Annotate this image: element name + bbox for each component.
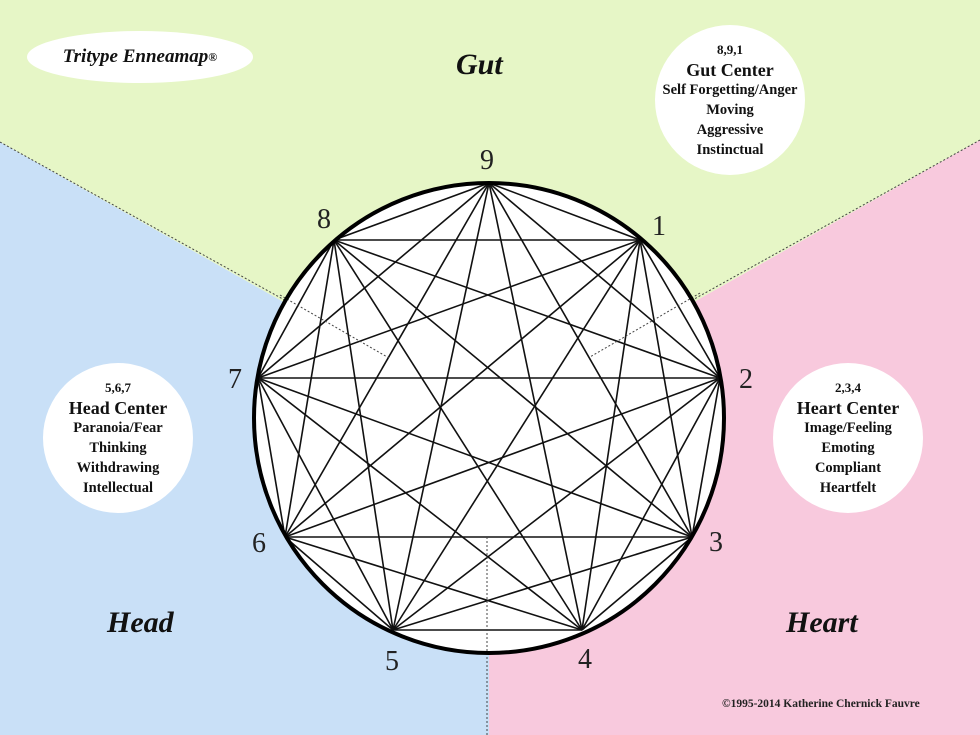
- registered-mark: ®: [208, 49, 218, 64]
- connection-line-1-4: [581, 239, 641, 631]
- enneagram-circle: [252, 181, 726, 655]
- heart-center-types: 2,3,4: [835, 380, 861, 395]
- head-center-line: Thinking: [89, 440, 147, 456]
- copyright: ©1995-2014 Katherine Chernick Fauvre: [722, 698, 920, 710]
- connection-line-1-3: [639, 239, 693, 538]
- connection-line-6-8: [284, 239, 335, 538]
- gut-center-line: Instinctual: [696, 142, 764, 158]
- connection-line-1-5: [392, 239, 641, 631]
- connection-line-9-6: [284, 182, 490, 538]
- connection-line-3-8: [333, 239, 693, 538]
- connection-line-9-3: [488, 182, 693, 538]
- heart-center-line: Heartfelt: [819, 480, 877, 496]
- heart-center-line: Compliant: [814, 460, 882, 476]
- connection-line-2-8: [333, 239, 721, 379]
- point-5-label: 5: [385, 646, 399, 677]
- connection-line-3-5: [392, 536, 693, 631]
- connection-line-3-7: [257, 377, 693, 538]
- connection-line-3-4: [581, 536, 693, 631]
- point-7-label: 7: [228, 364, 242, 395]
- head-center-line: Withdrawing: [76, 460, 160, 476]
- point-3-label: 3: [709, 527, 723, 558]
- gut-center-info: 8,9,1 Gut Center Self Forgetting/Anger M…: [655, 25, 805, 175]
- connection-line-5-7: [257, 377, 394, 631]
- connection-line-4-8: [333, 239, 583, 631]
- connection-line-1-7: [257, 239, 641, 379]
- point-8-label: 8: [317, 204, 331, 235]
- gut-center-line: Self Forgetting/Anger: [662, 82, 798, 98]
- head-center-info: 5,6,7 Head Center Paranoia/Fear Thinking…: [43, 363, 193, 513]
- connection-line-4-7: [257, 377, 583, 631]
- connection-line-9-1: [488, 182, 641, 241]
- head-center-types: 5,6,7: [105, 380, 131, 395]
- heart-center-info: 2,3,4 Heart Center Image/Feeling Emoting…: [773, 363, 923, 513]
- connection-line-2-3: [691, 377, 721, 538]
- point-6-label: 6: [252, 528, 266, 559]
- connection-line-9-8: [333, 182, 490, 241]
- connection-line-9-2: [488, 182, 721, 379]
- point-2-label: 2: [739, 364, 753, 395]
- connection-line-2-6: [284, 377, 721, 538]
- connection-line-5-6: [284, 536, 394, 631]
- gut-heart-divider-inner: [589, 292, 701, 358]
- gut-center-line: Moving: [706, 102, 754, 118]
- head-center-line: Intellectual: [82, 480, 154, 496]
- gut-center-types: 8,9,1: [717, 42, 743, 57]
- logo-text: Tritype Enneamap: [62, 46, 209, 67]
- heart-center-line: Emoting: [821, 440, 875, 456]
- connection-line-4-6: [284, 536, 583, 631]
- connection-line-1-2: [639, 239, 721, 379]
- point-9-label: 9: [480, 145, 494, 176]
- gut-center-line: Aggressive: [696, 122, 764, 138]
- connection-line-9-7: [257, 182, 490, 379]
- point-4-label: 4: [578, 644, 592, 675]
- connection-line-7-8: [257, 239, 335, 379]
- gut-head-divider-inner: [279, 294, 390, 359]
- gut-label: Gut: [456, 48, 503, 81]
- head-center-line: Paranoia/Fear: [73, 420, 163, 436]
- gut-center-title: Gut Center: [686, 60, 774, 80]
- heart-center-title: Heart Center: [796, 398, 900, 418]
- heart-label: Heart: [786, 606, 858, 639]
- logo: Tritype Enneamap®: [27, 31, 253, 83]
- head-center-title: Head Center: [68, 398, 168, 418]
- point-1-label: 1: [652, 211, 666, 242]
- heart-center-line: Image/Feeling: [804, 420, 892, 436]
- connection-line-1-6: [284, 239, 641, 538]
- head-label: Head: [107, 606, 174, 639]
- connection-line-5-8: [333, 239, 394, 631]
- connection-line-6-7: [257, 377, 286, 538]
- enneagram-circle-fill: [254, 183, 724, 653]
